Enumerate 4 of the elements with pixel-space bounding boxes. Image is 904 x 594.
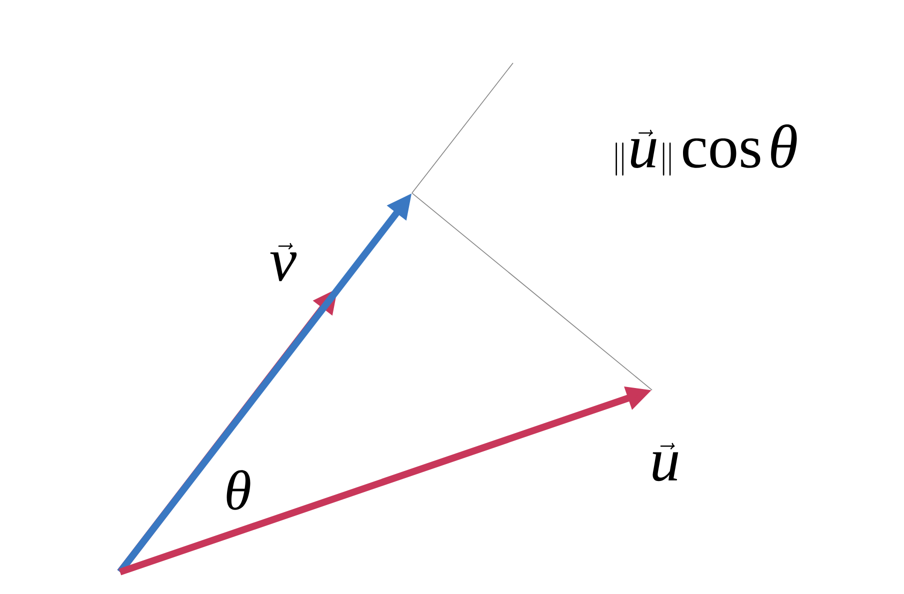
formula-label: $\|\vec{u}\|\cos\theta$ — [616, 124, 797, 176]
angle-label: $\theta$ — [226, 470, 250, 510]
vector-label: $\vec{u}$ — [652, 442, 678, 482]
vector-label: $\vec{v}$ — [270, 242, 297, 282]
